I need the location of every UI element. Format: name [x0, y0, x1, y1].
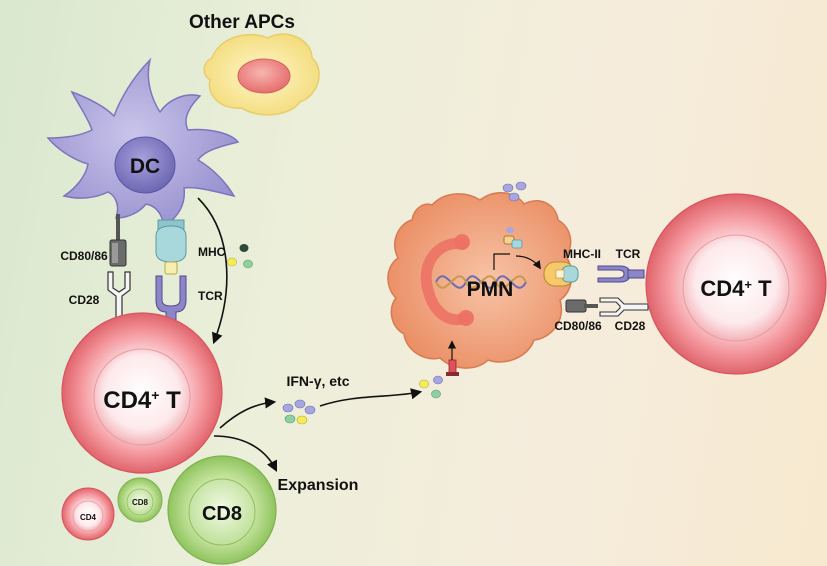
dna-helix	[435, 275, 527, 289]
cd4t-right-cell	[645, 193, 827, 375]
ifn-label: IFN-γ, etc	[286, 373, 349, 389]
tcr-left-label: TCR	[198, 289, 223, 303]
mhc-label: MHC	[198, 245, 226, 259]
pmn-signaling	[493, 227, 541, 270]
cd28-left-molecule	[107, 271, 131, 323]
dendritic-cell	[46, 57, 240, 228]
cytokine-dots-dc	[227, 244, 253, 269]
cd28-right-molecule	[599, 297, 649, 317]
cd28-right-label: CD28	[615, 319, 646, 333]
cd8-small-label: CD8	[132, 498, 149, 507]
arrow-cd4t-to-ifn	[219, 397, 277, 429]
pmn-label: PMN	[467, 278, 514, 301]
cd4-small-cell	[61, 487, 115, 541]
arrow-expansion	[213, 435, 278, 473]
other-apc-cell	[203, 33, 320, 116]
cd4t-left-label: CD4+ T	[103, 387, 181, 414]
arrow-ifn-to-pmn	[319, 388, 423, 407]
dc-label: DC	[130, 155, 160, 178]
cd8-large-cell	[167, 455, 277, 565]
cd8-large-label: CD8	[202, 503, 242, 525]
arrow-dc-to-cd4t	[197, 197, 228, 345]
cd80-86-left-molecule	[109, 214, 127, 267]
tcr-right-label: TCR	[616, 247, 641, 261]
mhc-ii-label: MHC-II	[563, 247, 601, 261]
other-apcs-label: Other APCs	[189, 12, 295, 33]
cd80-86-right-molecule	[565, 299, 598, 313]
tcr-right-molecule	[597, 265, 645, 283]
tcr-left-molecule	[155, 275, 187, 323]
cd4t-left-cell	[61, 312, 223, 474]
cd4-small-label: CD4	[80, 513, 97, 522]
mhc-ii-molecule	[543, 261, 579, 287]
cd4t-right-label: CD4+ T	[700, 276, 772, 301]
mhc-molecule	[155, 219, 187, 275]
expansion-label: Expansion	[278, 477, 359, 494]
cd80-86-left-label: CD80/86	[60, 249, 108, 263]
cytokine-dots-receptor	[419, 375, 443, 399]
cd80-86-right-label: CD80/86	[554, 319, 602, 333]
ifn-receptor	[446, 340, 459, 376]
cd8-small-cell	[117, 477, 163, 523]
cytokine-dots-pmn-top	[502, 181, 527, 202]
cd28-left-label: CD28	[69, 293, 100, 307]
cytokine-cluster	[282, 399, 316, 425]
